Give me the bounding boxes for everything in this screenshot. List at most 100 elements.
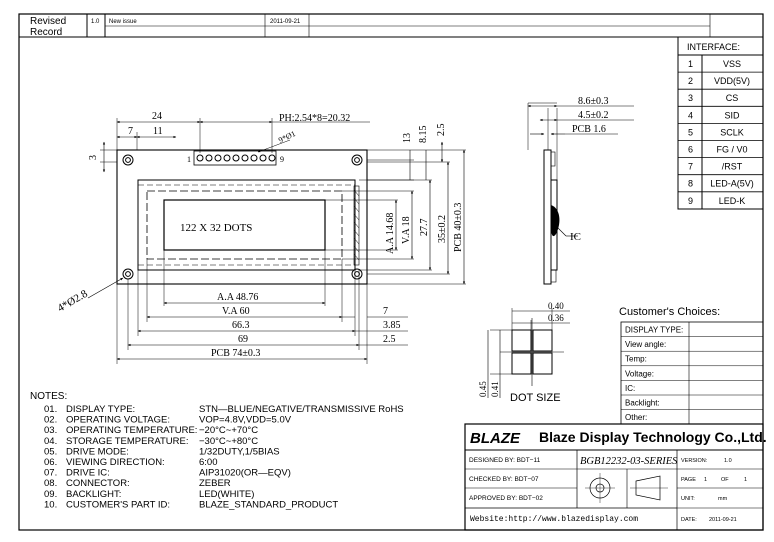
pin-number: 2 (688, 76, 693, 86)
note-label: OPERATING VOLTAGE: (66, 415, 170, 426)
note-number: 03. (44, 425, 57, 436)
dim-3: 3 (88, 155, 99, 160)
side-dim-pcb: PCB 1.6 (572, 124, 606, 135)
of-value: 1 (744, 477, 747, 483)
choice-row-label: Voltage: (625, 369, 654, 378)
version-value: 1.0 (724, 458, 732, 464)
dim-2-5-top: 2.5 (436, 124, 447, 137)
note-value: −30°C~+80°C (199, 436, 258, 447)
front-view: 1 9 122 X 32 DOTS 24 7 11 PH:2.54*8=20.3… (56, 111, 466, 364)
side-ic-label: IC (570, 231, 581, 243)
note-value: VOP=4.8V,VDD=5.0V (199, 415, 292, 426)
revision-version: 1.0 (91, 19, 100, 25)
note-label: VIEWING DIRECTION: (66, 457, 165, 468)
note-value: LED(WHITE) (199, 489, 254, 500)
side-pcb (543, 149, 552, 285)
dot-size-title: DOT SIZE (510, 392, 561, 404)
note-label: DRIVE IC: (66, 468, 110, 479)
pin-name: VDD(5V) (714, 76, 750, 86)
dim-aa-height: A.A 14.68 (385, 213, 396, 254)
revision-date: 2011-09-21 (270, 19, 301, 25)
note-number: 05. (44, 446, 57, 457)
dot-pitch-width: 0.40 (548, 301, 564, 311)
date-value: 2011-09-21 (709, 517, 737, 523)
pin-name: LED-K (719, 196, 746, 206)
note-value: AIP31020(OR—EQV) (199, 468, 291, 479)
sheet-border (18, 13, 764, 531)
choice-row-label: Temp: (625, 355, 647, 364)
pin-name: SID (724, 110, 740, 120)
pin-last-label: 9 (280, 155, 284, 164)
projection-symbol-icon (585, 473, 668, 503)
choices-title: Customer's Choices: (619, 306, 720, 318)
checked-by: CHECKED BY: BDT−07 (469, 476, 539, 483)
choice-row-label: View angle: (625, 340, 666, 349)
dim-3-85: 3.85 (383, 320, 401, 331)
pin-number: 9 (688, 196, 693, 206)
page-label: PAGE (681, 477, 696, 483)
page-value: 1 (704, 477, 707, 483)
pin-number: 4 (688, 110, 693, 120)
pin-number: 6 (688, 145, 693, 155)
viewing-area (146, 190, 343, 260)
dim-va-width: V.A 60 (222, 306, 250, 317)
pin-number: 8 (688, 179, 693, 189)
revision-label-line1: Revised (30, 16, 66, 27)
note-label: CONNECTOR: (66, 478, 130, 489)
dim-35: 35±0.2 (437, 215, 448, 243)
dim-69: 69 (238, 334, 248, 345)
note-number: 04. (44, 436, 57, 447)
pin-name: SCLK (720, 127, 744, 137)
unit-value: mm (718, 496, 728, 502)
pin-first-label: 1 (187, 155, 191, 164)
pin-number: 7 (688, 162, 693, 172)
note-label: BACKLIGHT: (66, 489, 121, 500)
note-value: 6:00 (199, 457, 218, 468)
revision-label-line2: Record (30, 27, 62, 38)
note-number: 10. (44, 499, 57, 510)
dim-2-5-bottom: 2.5 (383, 334, 396, 345)
note-label: CUSTOMER'S PART ID: (66, 499, 170, 510)
active-area (163, 199, 326, 251)
dim-pitch: PH:2.54*8=20.32 (279, 113, 350, 124)
unit-label: UNIT: (681, 496, 695, 502)
approved-by: APPROVED BY: BDT−02 (469, 495, 543, 502)
note-value: STN—BLUE/NEGATIVE/TRANSMISSIVE RoHS (199, 404, 404, 415)
dim-pcb-width: PCB 74±0.3 (211, 348, 260, 359)
website: Website:http://www.blazedisplay.com (470, 515, 638, 524)
zebra-strip (353, 185, 360, 266)
title-block: BLAZE Blaze Display Technology Co.,Ltd. … (464, 423, 767, 531)
note-number: 02. (44, 415, 57, 426)
pin-header (193, 150, 277, 166)
pin-number: 3 (688, 93, 693, 103)
note-number: 09. (44, 489, 57, 500)
note-number: 08. (44, 478, 57, 489)
notes-heading: NOTES: (30, 391, 67, 402)
note-number: 07. (44, 468, 57, 479)
pin-name: VSS (723, 59, 741, 69)
dot-height: 0.41 (490, 381, 500, 397)
pcb-outline (116, 149, 368, 285)
dim-va-height: V.A 18 (401, 216, 412, 244)
note-value: BLAZE_STANDARD_PRODUCT (199, 499, 338, 510)
dim-pin-diameter: 9*Ø1 (277, 129, 297, 145)
blaze-logo: BLAZE (470, 430, 521, 447)
choice-row-label: IC: (625, 384, 635, 393)
side-dim-4-5: 4.5±0.2 (578, 110, 609, 121)
ic-blob (551, 205, 560, 237)
note-label: OPERATING TEMPERATURE: (66, 425, 197, 436)
dim-11: 11 (153, 126, 163, 137)
pin-name: /RST (722, 162, 743, 172)
date-label: DATE: (681, 517, 697, 523)
pin-number: 1 (688, 59, 693, 69)
note-label: DRIVE MODE: (66, 446, 129, 457)
dot-size: 0.40 0.36 0.45 0.41 DOT SIZE (478, 301, 570, 404)
dot-pitch-height: 0.45 (478, 381, 488, 397)
pin-name: FG / V0 (716, 145, 747, 155)
svg-text:BLAZE: BLAZE (470, 430, 521, 447)
pin-name: CS (726, 93, 739, 103)
revision-note: New issue (109, 19, 137, 25)
note-value: ZEBER (199, 478, 231, 489)
